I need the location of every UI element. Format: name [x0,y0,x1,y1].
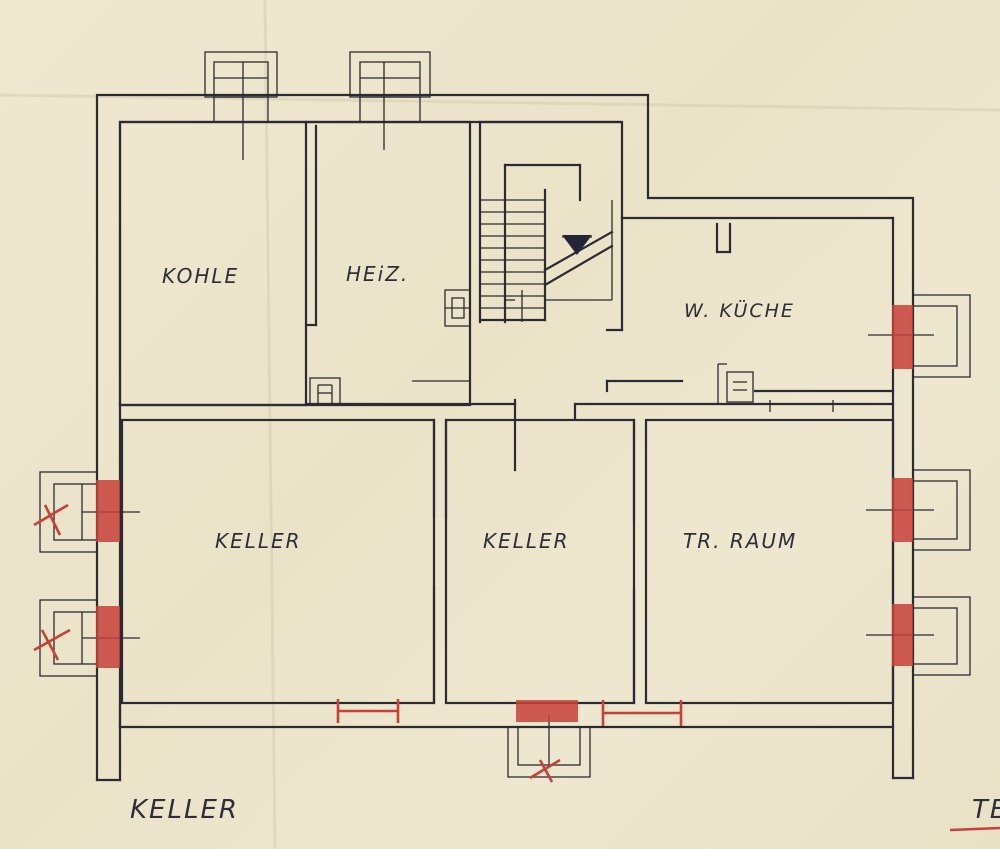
light-well-west-2 [33,599,140,677]
corner-underline [949,826,1000,832]
red-marking [96,606,120,668]
room-label-keller-middle: KELLER [483,529,570,553]
red-opening-mark-1 [336,699,400,723]
light-well-east-3 [866,596,971,676]
room-label-trraum: TR. RAUM [683,529,797,553]
light-well-west-1 [33,471,140,553]
stair-direction-arrow-icon [562,235,592,255]
light-well-north-2 [349,51,431,150]
corner-text: TE [972,795,1000,825]
red-marking [892,604,913,666]
paper-fold [263,0,277,849]
light-well-south [507,700,591,783]
paper-fold [0,93,1000,112]
red-marking [96,480,120,542]
wkuche-room [605,216,895,404]
room-label-keller-left: KELLER [215,529,302,553]
room-label-heiz: HEiZ. [346,262,409,286]
light-well-east-1 [868,294,971,378]
keller-middle-room [444,418,636,705]
trraum-room [632,418,895,705]
room-label-wkuche: W. KÜCHE [684,299,795,322]
light-well-east-2 [866,469,971,551]
keller-left-room [120,418,436,705]
corridor-walls [118,398,895,472]
stairwell [478,120,624,324]
light-well-north-1 [204,51,278,160]
red-marking [516,700,578,722]
red-opening-mark-2 [601,700,683,726]
red-marking [892,478,913,542]
red-marking [892,305,913,369]
plan-title: KELLER [130,795,239,825]
room-label-kohle: KOHLE [162,264,239,288]
